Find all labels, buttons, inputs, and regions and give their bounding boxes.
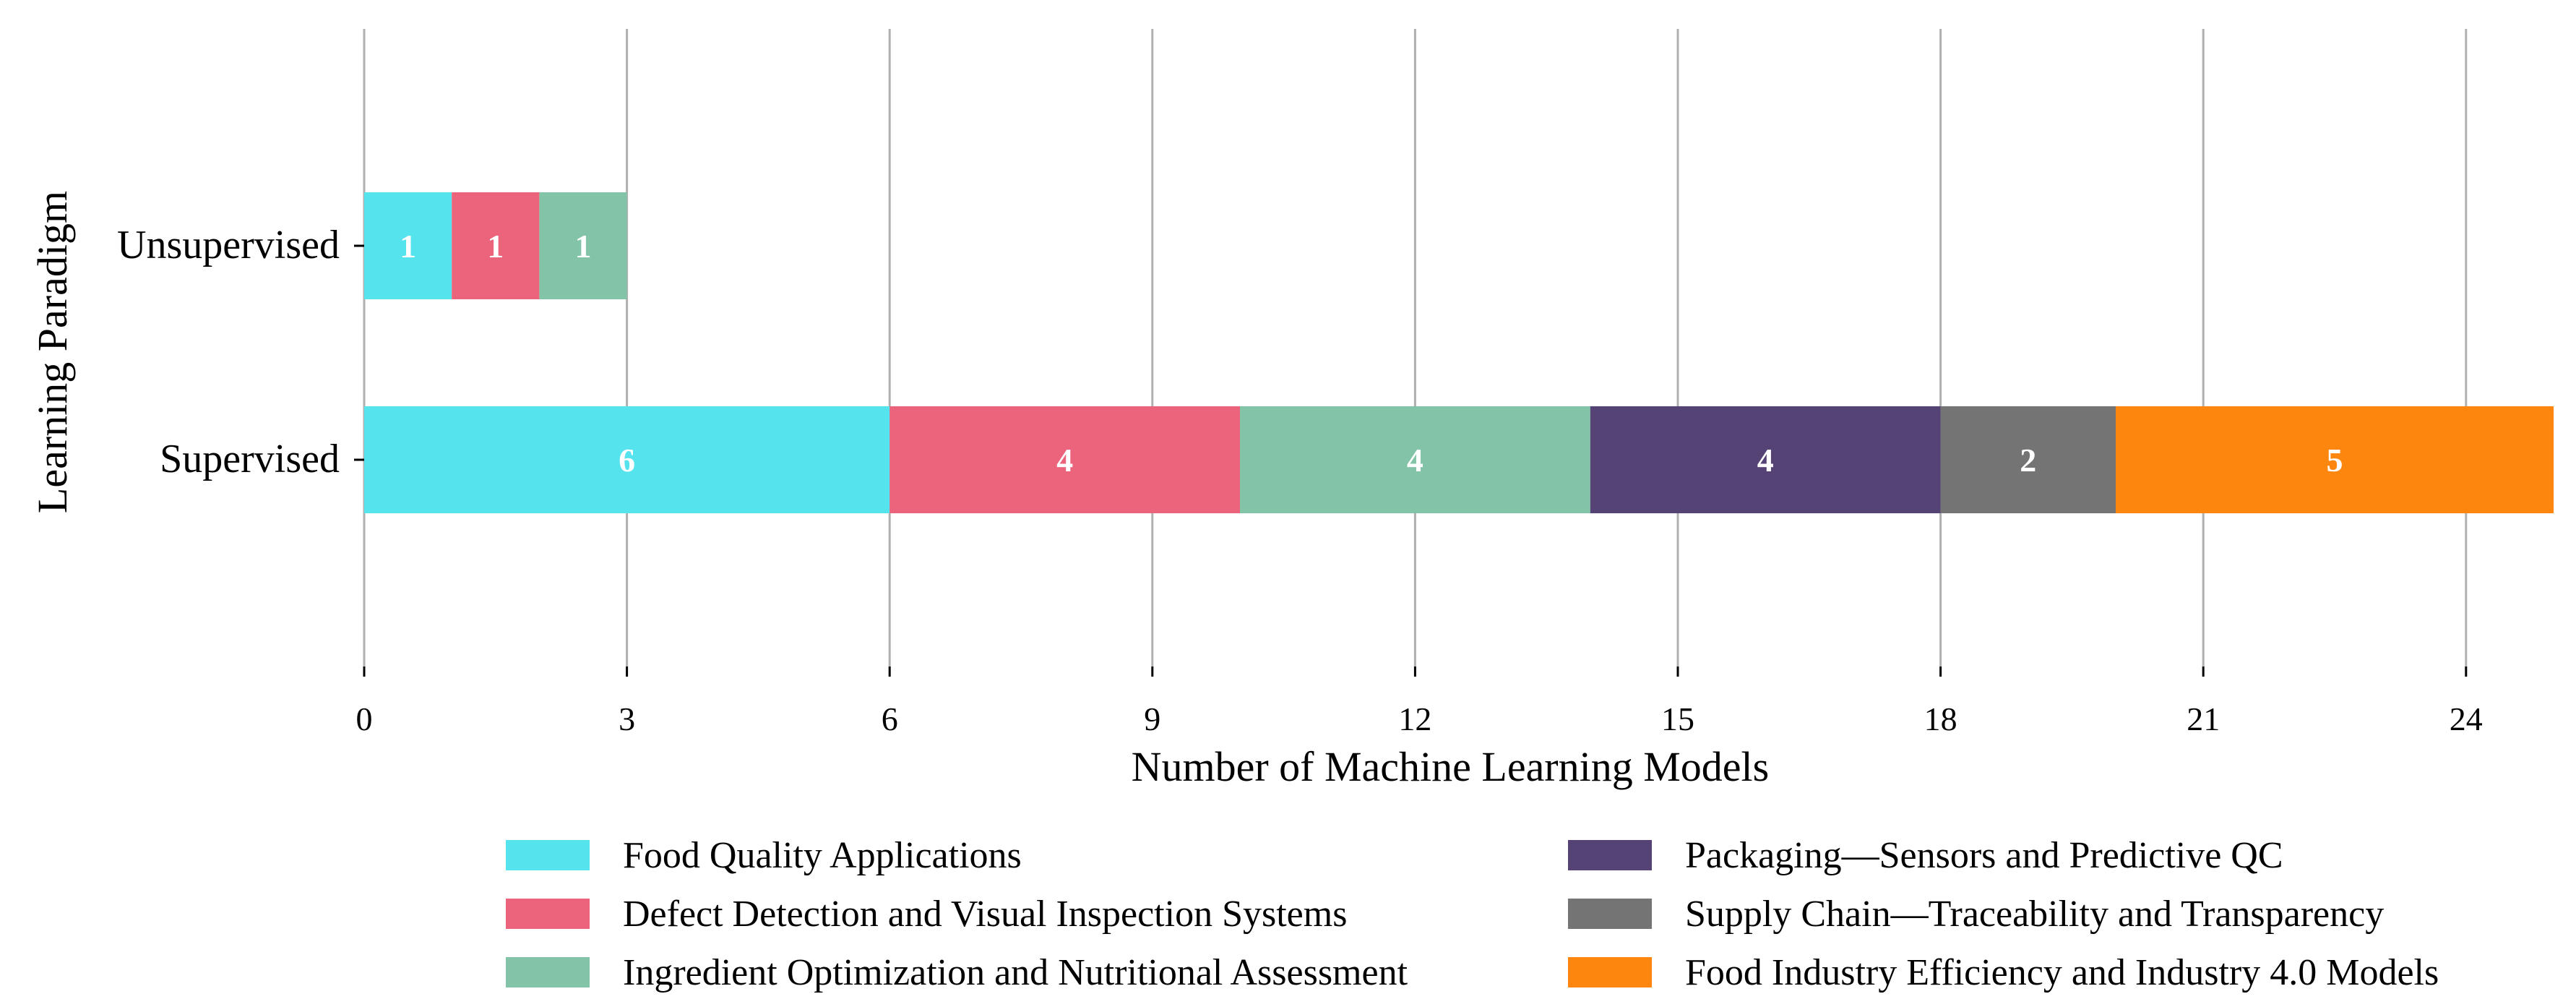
bar-segment (539, 192, 627, 299)
legend-swatch (1568, 899, 1652, 929)
bar-segment (889, 406, 1240, 513)
legend-label: Supply Chain—Traceability and Transparen… (1685, 894, 2384, 935)
x-axis-label: Number of Machine Learning Models (1132, 743, 1770, 790)
legend-label: Defect Detection and Visual Inspection S… (623, 894, 1347, 935)
legend-label: Food Quality Applications (623, 835, 1022, 876)
bar-value-label: 1 (575, 228, 592, 265)
bar-value-label: 2 (2020, 442, 2036, 479)
y-axis-label: Learning Paradigm (29, 191, 76, 513)
bar-segment (364, 406, 890, 513)
bar-segment (1590, 406, 1941, 513)
x-tick-label: 6 (882, 700, 898, 737)
legend-label: Packaging—Sensors and Predictive QC (1685, 835, 2283, 876)
x-tick-label: 0 (356, 700, 373, 737)
bar-value-label: 1 (487, 228, 504, 265)
bar-segment (1240, 406, 1590, 513)
legend-label: Ingredient Optimization and Nutritional … (623, 952, 1408, 993)
legend-swatch (1568, 957, 1652, 987)
legend-swatch (506, 957, 590, 987)
x-tick-label: 24 (2450, 700, 2483, 737)
vertical-grid (363, 29, 2468, 667)
bar-value-label: 1 (400, 228, 416, 265)
bar-segment (452, 192, 540, 299)
x-tick-label: 15 (1661, 700, 1694, 737)
bar-segment (2116, 406, 2554, 513)
y-category-label: Supervised (160, 437, 340, 481)
bar-value-label: 6 (619, 442, 635, 479)
bar-value-label: 4 (1056, 442, 1073, 479)
bar-value-label: 5 (2327, 442, 2343, 479)
legend-swatch (506, 840, 590, 870)
bar-segment (364, 192, 452, 299)
bars: 1 1 1 6 4 4 4 2 5 (364, 192, 2554, 513)
bar-segment (1940, 406, 2116, 513)
x-tick-label: 18 (1924, 700, 1957, 737)
legend-swatch (1568, 840, 1652, 870)
x-tick-label: 9 (1144, 700, 1160, 737)
x-tick-label: 3 (619, 700, 635, 737)
bar-value-label: 4 (1757, 442, 1774, 479)
bar-value-label: 4 (1407, 442, 1423, 479)
legend-label: Food Industry Efficiency and Industry 4.… (1685, 952, 2439, 993)
x-axis: 0 3 6 9 12 15 18 21 24 (356, 667, 2483, 737)
x-tick-label: 12 (1398, 700, 1431, 737)
x-tick-label: 21 (2187, 700, 2220, 737)
legend-swatch (506, 899, 590, 929)
y-category-label: Unsupervised (117, 223, 340, 267)
